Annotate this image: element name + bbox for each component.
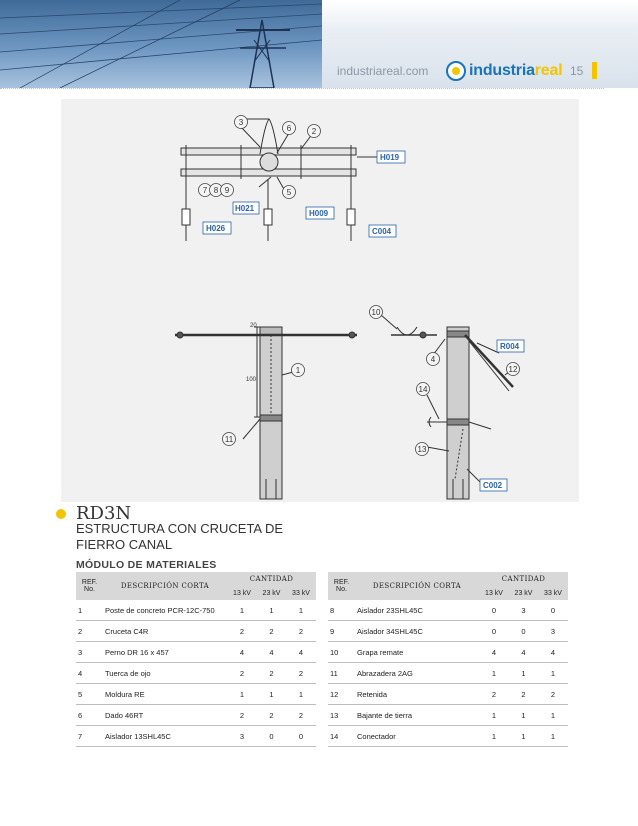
- svg-text:7: 7: [203, 186, 208, 195]
- svg-text:11: 11: [225, 435, 234, 444]
- materials-heading: MÓDULO DE MATERIALES: [76, 559, 217, 571]
- technical-drawing: 3 6 2 7 8 9 5 1 11 10 4 12 14 13 20 100 …: [61, 99, 579, 502]
- svg-text:4: 4: [431, 355, 436, 364]
- col-23kv: 23 kV: [257, 586, 286, 600]
- brand-logo: industriareal: [446, 59, 563, 83]
- svg-text:H026: H026: [206, 224, 226, 233]
- col-desc: DESCRIPCIÓN CORTA: [103, 572, 227, 600]
- section-bullet: [56, 509, 66, 519]
- header-photo: [0, 0, 322, 88]
- svg-text:13: 13: [418, 445, 427, 454]
- svg-text:3: 3: [239, 118, 244, 127]
- header-band: [322, 0, 638, 88]
- structure-title: ESTRUCTURA CON CRUCETA DE FIERRO CANAL: [76, 521, 284, 552]
- svg-text:H009: H009: [309, 209, 329, 218]
- materials-table-right: REF. No. DESCRIPCIÓN CORTA CANTIDAD 13 k…: [328, 572, 568, 747]
- site-url[interactable]: industriareal.com: [337, 64, 429, 78]
- svg-text:H021: H021: [235, 204, 255, 213]
- callout-1: 1: [291, 363, 305, 377]
- callout-3: 3: [234, 115, 248, 129]
- col-qty: CANTIDAD: [227, 572, 316, 586]
- svg-text:2: 2: [312, 127, 317, 136]
- dim-100: 100: [246, 377, 257, 383]
- power-lines-photo: [0, 0, 322, 88]
- code-C004: C004: [368, 224, 397, 238]
- svg-text:14: 14: [419, 385, 428, 394]
- code-H021: H021: [232, 201, 260, 215]
- callout-14: 14: [416, 382, 430, 396]
- callout-9: 9: [220, 183, 234, 197]
- svg-text:12: 12: [509, 365, 518, 374]
- callout-6: 6: [282, 121, 296, 135]
- code-C002: C002: [479, 478, 508, 492]
- callout-11: 11: [222, 432, 236, 446]
- col-23kv: 23 kV: [509, 586, 538, 600]
- page-accent-bar: [592, 62, 597, 79]
- callout-10: 10: [369, 305, 383, 319]
- col-33kv: 33 kV: [286, 586, 316, 600]
- logo-text: industriareal: [469, 62, 563, 79]
- col-13kv: 13 kV: [479, 586, 509, 600]
- page-number: 15: [570, 64, 584, 78]
- code-H019: H019: [376, 150, 406, 164]
- col-qty: CANTIDAD: [479, 572, 568, 586]
- col-ref: REF. No.: [76, 572, 103, 600]
- svg-text:10: 10: [372, 308, 381, 317]
- svg-text:1: 1: [296, 366, 301, 375]
- code-H009: H009: [305, 206, 335, 220]
- header-divider: [0, 88, 604, 89]
- col-33kv: 33 kV: [538, 586, 568, 600]
- callout-4: 4: [426, 352, 440, 366]
- callout-2: 2: [307, 124, 321, 138]
- svg-text:8: 8: [214, 186, 219, 195]
- structure-code: RD3N: [76, 503, 132, 524]
- svg-text:C002: C002: [483, 481, 503, 490]
- col-ref: REF. No.: [328, 572, 355, 600]
- col-13kv: 13 kV: [227, 586, 257, 600]
- structure-drawing-svg: 3 6 2 7 8 9 5 1 11 10 4 12 14 13 20 100 …: [175, 115, 525, 500]
- logo-globe-icon: [446, 61, 466, 81]
- svg-text:C004: C004: [372, 227, 392, 236]
- code-R004: R004: [496, 339, 525, 353]
- svg-text:5: 5: [287, 188, 292, 197]
- materials-table-left: REF. No. DESCRIPCIÓN CORTA CANTIDAD 13 k…: [76, 572, 316, 747]
- svg-text:6: 6: [287, 124, 292, 133]
- callout-12: 12: [506, 362, 520, 376]
- col-desc: DESCRIPCIÓN CORTA: [355, 572, 479, 600]
- dim-20: 20: [250, 323, 257, 329]
- svg-text:R004: R004: [500, 342, 520, 351]
- svg-text:H019: H019: [380, 153, 400, 162]
- callout-5: 5: [282, 185, 296, 199]
- svg-text:9: 9: [225, 186, 230, 195]
- code-H026: H026: [202, 221, 232, 235]
- callout-13: 13: [415, 442, 429, 456]
